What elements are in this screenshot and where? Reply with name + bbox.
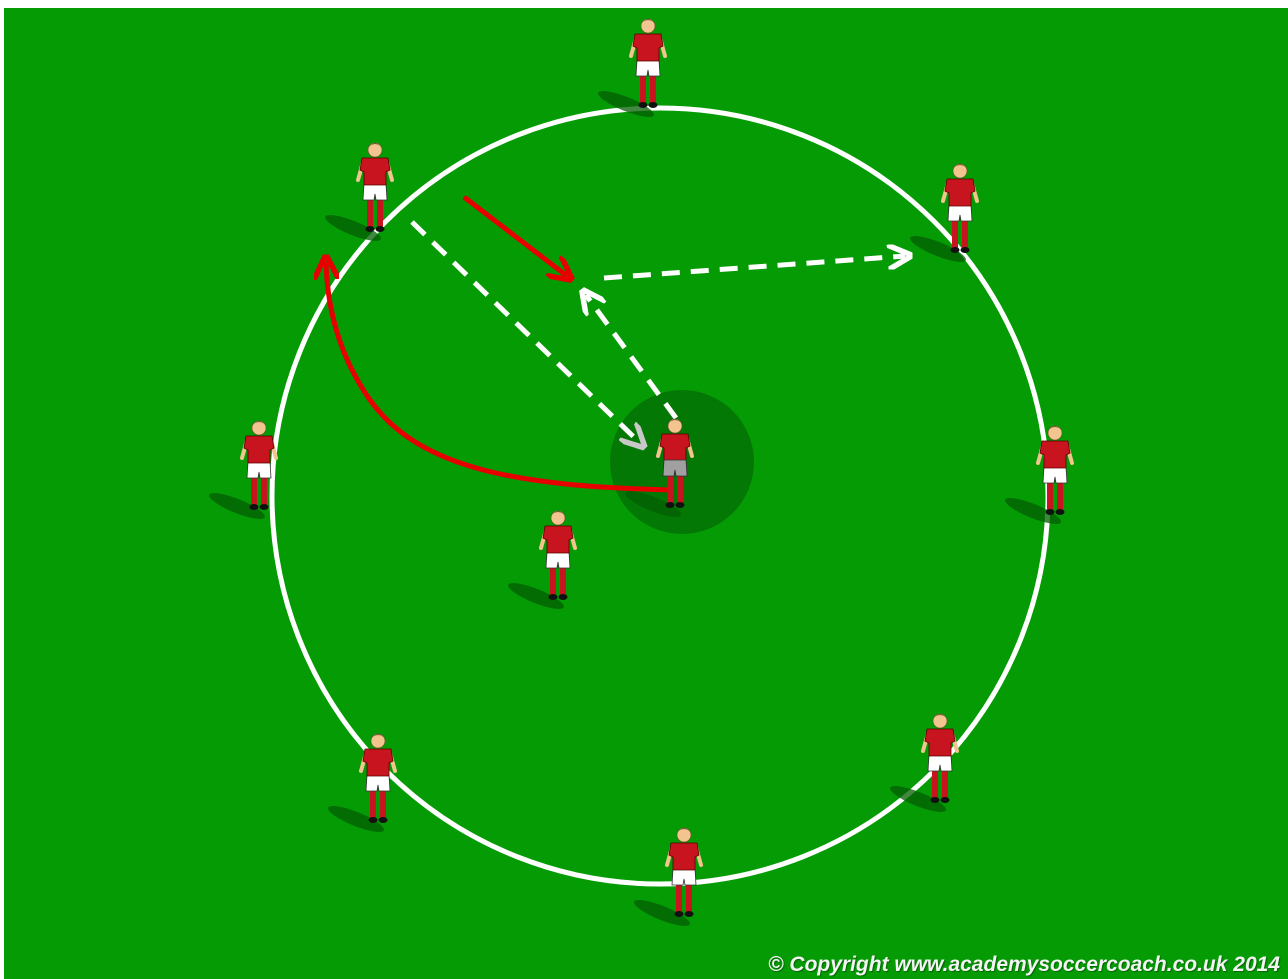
copyright-text: © Copyright www.academysoccercoach.co.uk… [768, 953, 1280, 977]
